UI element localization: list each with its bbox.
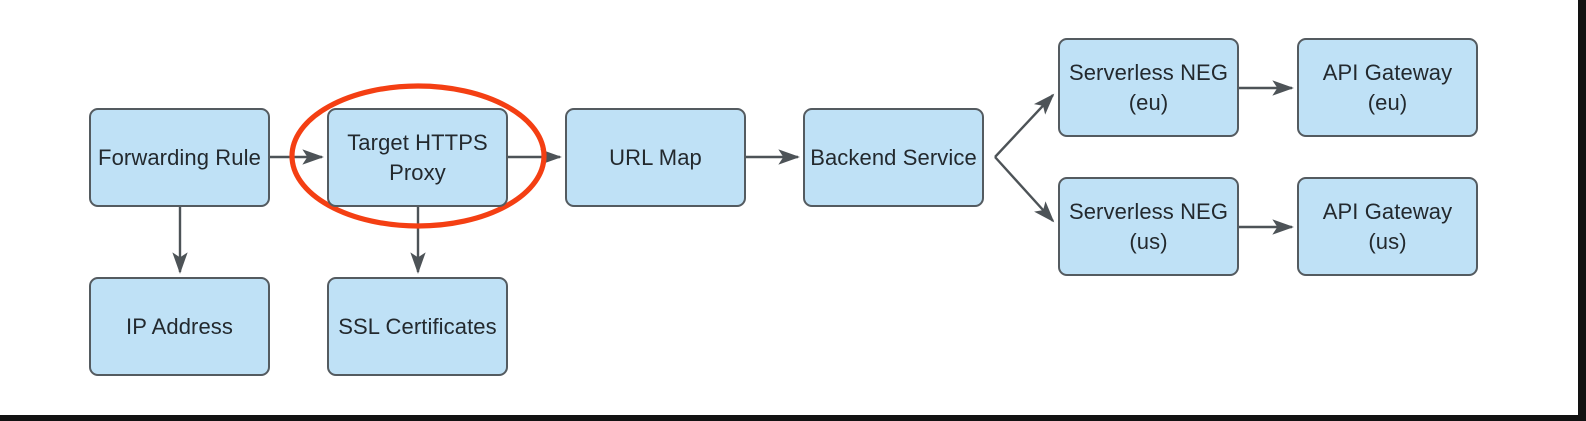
node-serverless-neg-eu[interactable]: Serverless NEG (eu) — [1058, 38, 1239, 137]
node-ip-address[interactable]: IP Address — [89, 277, 270, 376]
node-api-gateway-eu[interactable]: API Gateway (eu) — [1297, 38, 1478, 137]
node-forwarding-rule[interactable]: Forwarding Rule — [89, 108, 270, 207]
window-bottom-border — [0, 415, 1586, 421]
node-backend-service[interactable]: Backend Service — [803, 108, 984, 207]
node-target-https-proxy[interactable]: Target HTTPS Proxy — [327, 108, 508, 207]
node-ssl-certificates[interactable]: SSL Certificates — [327, 277, 508, 376]
node-serverless-neg-us[interactable]: Serverless NEG (us) — [1058, 177, 1239, 276]
node-url-map[interactable]: URL Map — [565, 108, 746, 207]
node-api-gateway-us[interactable]: API Gateway (us) — [1297, 177, 1478, 276]
window-right-border — [1578, 0, 1586, 421]
edge-backend-service-to-serverless-neg-us — [994, 156, 1055, 223]
edge-backend-service-to-serverless-neg-eu — [994, 93, 1055, 158]
